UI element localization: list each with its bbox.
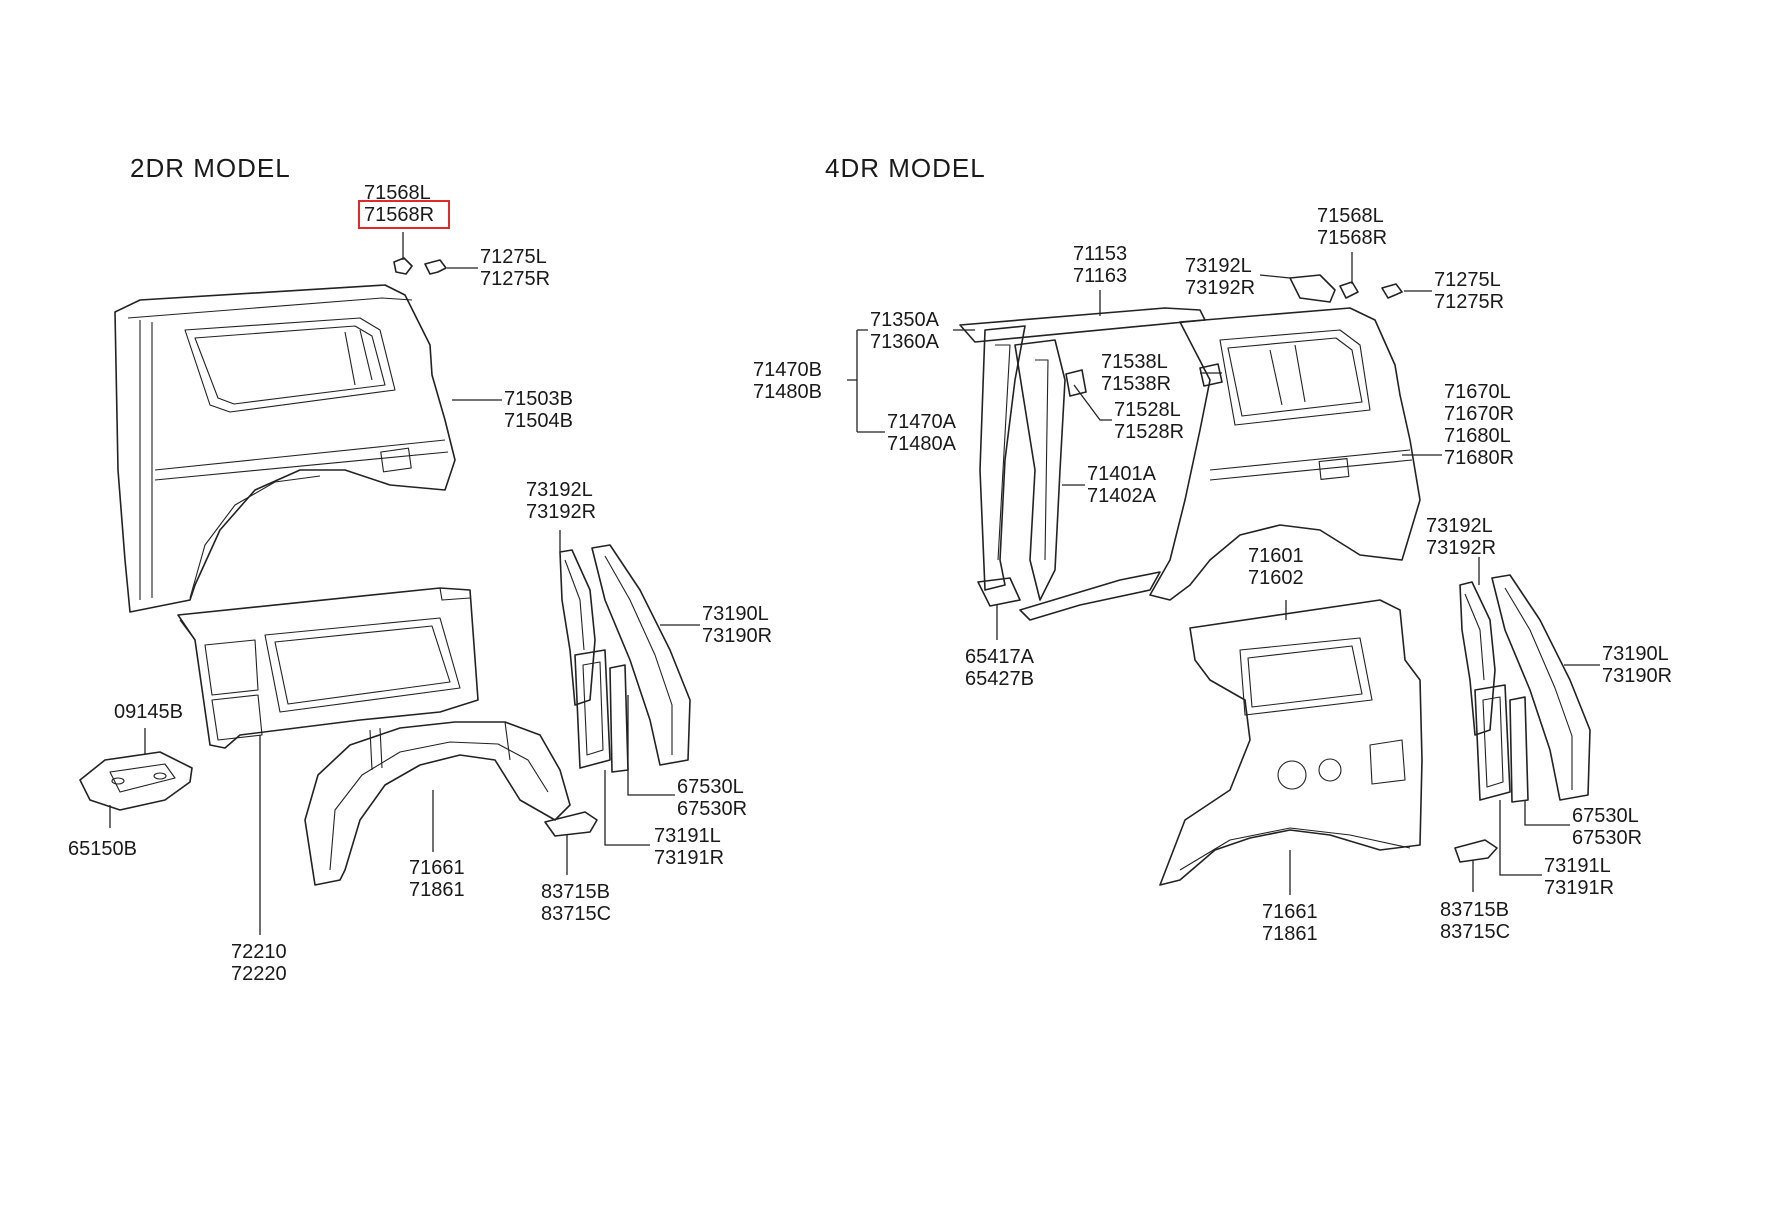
label-71503B-2dr[interactable]: 71503B: [504, 388, 573, 410]
part-bracket-71538-4dr: [1199, 363, 1223, 387]
label-71480B-4dr[interactable]: 71480B: [753, 381, 822, 403]
part-pillar-73190-2dr: [591, 544, 691, 766]
label-72210-2dr[interactable]: 72210: [231, 941, 287, 963]
label-71661-4dr[interactable]: 71661: [1262, 901, 1318, 923]
label-73192R-2dr[interactable]: 73192R: [526, 501, 596, 523]
label-73190R-2dr[interactable]: 73190R: [702, 625, 772, 647]
label-71661-2dr[interactable]: 71661: [409, 857, 465, 879]
label-71680R-4dr[interactable]: 71680R: [1444, 447, 1514, 469]
label-71670R-4dr[interactable]: 71670R: [1444, 403, 1514, 425]
label-67530L-2dr[interactable]: 67530L: [677, 776, 744, 798]
title-4dr-model: 4DR MODEL: [825, 153, 986, 183]
label-65150B-2dr[interactable]: 65150B: [68, 838, 137, 860]
label-71275R-2dr[interactable]: 71275R: [480, 268, 550, 290]
label-83715C-2dr[interactable]: 83715C: [541, 903, 611, 925]
part-pillar-73190-4dr: [1491, 574, 1591, 801]
part-door-pillars-4dr: [977, 325, 1161, 621]
part-pillar-73192-2dr: [559, 549, 596, 706]
label-71275R-4dr[interactable]: 71275R: [1434, 291, 1504, 313]
label-71670L-4dr[interactable]: 71670L: [1444, 381, 1511, 403]
label-73191R-2dr[interactable]: 73191R: [654, 847, 724, 869]
label-83715B-4dr[interactable]: 83715B: [1440, 899, 1509, 921]
label-73192L-2dr[interactable]: 73192L: [526, 479, 593, 501]
selected-part-highlight: [358, 200, 450, 229]
label-71568L-4dr[interactable]: 71568L: [1317, 205, 1384, 227]
labels-2dr: 71568L 71568R 71275L 71275R 71503B 71504…: [68, 182, 772, 985]
label-83715B-2dr[interactable]: 83715B: [541, 881, 610, 903]
label-71470A-4dr[interactable]: 71470A: [887, 411, 957, 433]
label-83715C-4dr[interactable]: 83715C: [1440, 921, 1510, 943]
label-71601-4dr[interactable]: 71601: [1248, 545, 1304, 567]
leader-lines: [109, 232, 1600, 935]
label-67530R-4dr[interactable]: 67530R: [1572, 827, 1642, 849]
label-65417A-4dr[interactable]: 65417A: [965, 646, 1035, 668]
label-71275L-4dr[interactable]: 71275L: [1434, 269, 1501, 291]
part-pillar-top-73192-4dr: [1289, 274, 1336, 303]
part-quarter-panel-4dr: [1149, 307, 1421, 601]
drawing-2dr: [79, 257, 691, 886]
part-quarter-panel-2dr: [114, 284, 456, 613]
label-71528L-4dr[interactable]: 71528L: [1114, 399, 1181, 421]
label-72220-2dr[interactable]: 72220: [231, 963, 287, 985]
label-71861-4dr[interactable]: 71861: [1262, 923, 1318, 945]
label-73191L-4dr[interactable]: 73191L: [1544, 855, 1611, 877]
part-clip-71275-2dr: [424, 259, 447, 275]
part-pillar-73192-4dr: [1459, 581, 1496, 736]
part-clip-71568-2dr: [393, 257, 413, 275]
part-bracket-71528-4dr: [1065, 369, 1087, 397]
label-73191L-2dr[interactable]: 73191L: [654, 825, 721, 847]
label-67530L-4dr[interactable]: 67530L: [1572, 805, 1639, 827]
label-71504B-2dr[interactable]: 71504B: [504, 410, 573, 432]
part-bracket-09145-2dr: [79, 751, 193, 811]
label-71470B-4dr[interactable]: 71470B: [753, 359, 822, 381]
label-71401A-4dr[interactable]: 71401A: [1087, 463, 1157, 485]
title-2dr-model: 2DR MODEL: [130, 153, 291, 183]
part-clip-83715-4dr: [1454, 839, 1498, 863]
label-73190L-4dr[interactable]: 73190L: [1602, 643, 1669, 665]
part-bracket-67530-4dr: [1474, 684, 1529, 803]
label-73190R-4dr[interactable]: 73190R: [1602, 665, 1672, 687]
label-73192L-4dr[interactable]: 73192L: [1426, 515, 1493, 537]
part-bracket-67530-2dr: [574, 649, 629, 773]
drawing-4dr: [959, 274, 1591, 886]
label-71275L-2dr[interactable]: 71275L: [480, 246, 547, 268]
part-clip-71568-4dr: [1339, 281, 1359, 299]
label-71350A-4dr[interactable]: 71350A: [870, 309, 940, 331]
label-71153-4dr[interactable]: 71153: [1073, 243, 1127, 265]
label-71568L-2dr[interactable]: 71568L: [364, 182, 431, 204]
label-71602-4dr[interactable]: 71602: [1248, 567, 1304, 589]
label-71528R-4dr[interactable]: 71528R: [1114, 421, 1184, 443]
label-71568R-4dr[interactable]: 71568R: [1317, 227, 1387, 249]
label-71402A-4dr[interactable]: 71402A: [1087, 485, 1157, 507]
part-inner-panel-4dr: [1159, 599, 1423, 886]
label-71538L-4dr[interactable]: 71538L: [1101, 351, 1168, 373]
label-73192L-4dr-top[interactable]: 73192L: [1185, 255, 1252, 277]
labels-4dr: 71153 71163 73192L 73192R 71568L 71568R …: [753, 205, 1672, 945]
label-73192R-4dr-top[interactable]: 73192R: [1185, 277, 1255, 299]
label-71360A-4dr[interactable]: 71360A: [870, 331, 940, 353]
part-wheelhouse-2dr: [304, 721, 571, 886]
label-65427B-4dr[interactable]: 65427B: [965, 668, 1034, 690]
label-73192R-4dr[interactable]: 73192R: [1426, 537, 1496, 559]
label-73191R-4dr[interactable]: 73191R: [1544, 877, 1614, 899]
part-clip-83715-2dr: [544, 811, 598, 837]
label-71480A-4dr[interactable]: 71480A: [887, 433, 957, 455]
part-clip-71275-4dr: [1381, 283, 1403, 299]
label-71680L-4dr[interactable]: 71680L: [1444, 425, 1511, 447]
label-71538R-4dr[interactable]: 71538R: [1101, 373, 1171, 395]
label-71163-4dr[interactable]: 71163: [1073, 265, 1127, 287]
part-roof-rail-4dr: [959, 307, 1206, 343]
label-71568R-2dr[interactable]: 71568R: [364, 204, 434, 226]
label-71861-2dr[interactable]: 71861: [409, 879, 465, 901]
label-67530R-2dr[interactable]: 67530R: [677, 798, 747, 820]
label-73190L-2dr[interactable]: 73190L: [702, 603, 769, 625]
label-09145B-2dr[interactable]: 09145B: [114, 701, 183, 723]
part-inner-panel-2dr: [177, 587, 479, 749]
